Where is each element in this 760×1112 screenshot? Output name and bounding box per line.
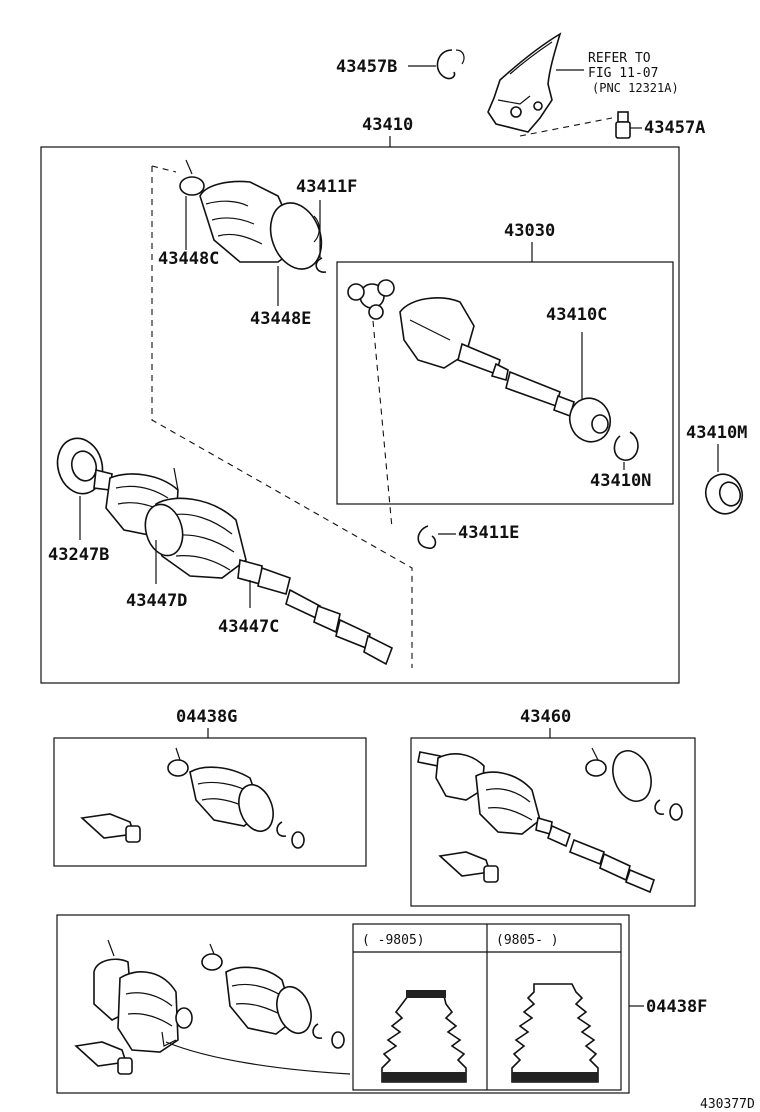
- bracket-part: [487, 32, 562, 133]
- box-43030: [336, 261, 674, 505]
- label-43410n: 43410N: [590, 471, 651, 491]
- label-43410m: 43410M: [686, 423, 747, 443]
- clip-43411e: [417, 525, 437, 550]
- label-43457a: 43457A: [644, 118, 705, 138]
- clip-43457b: [436, 49, 465, 80]
- box-43460: [410, 737, 696, 907]
- label-43457b: 43457B: [336, 57, 397, 77]
- label-43030: 43030: [504, 221, 555, 241]
- assembly-dash-left: [151, 166, 413, 668]
- label-04438g: 04438G: [176, 707, 237, 727]
- label-43448e: 43448E: [250, 309, 311, 329]
- box-04438g: [53, 737, 367, 867]
- inner-joint: [347, 279, 639, 461]
- assembly-dash-mid: [371, 309, 393, 529]
- label-43410: 43410: [362, 115, 413, 135]
- label-43411e: 43411E: [458, 523, 519, 543]
- outer-joint-shaft: [56, 437, 394, 666]
- label-43460: 43460: [520, 707, 571, 727]
- variant-right-header: (9805- ): [496, 933, 559, 948]
- refer-line2: FIG 11-07: [588, 66, 658, 81]
- box-43410: [40, 146, 680, 684]
- bolt-43457a: [615, 111, 631, 139]
- bolt-dash: [519, 117, 613, 137]
- label-43448c: 43448C: [158, 249, 219, 269]
- label-43411f: 43411F: [296, 177, 357, 197]
- kit-04438f-parts: [74, 939, 351, 1075]
- refer-line3: (PNC 12321A): [592, 81, 679, 95]
- seal-43410m: [704, 473, 744, 515]
- variant-left-header: ( -9805): [362, 933, 425, 948]
- kit-04438g-parts: [80, 747, 305, 849]
- refer-line1: REFER TO: [588, 51, 651, 66]
- assembly-dash-top: [151, 165, 177, 173]
- kit-43460-parts: [417, 747, 683, 894]
- inner-boot: [179, 159, 327, 273]
- boot-late: [511, 983, 599, 1083]
- label-43247b: 43247B: [48, 545, 109, 565]
- label-43447c: 43447C: [218, 617, 279, 637]
- label-04438f: 04438F: [646, 997, 707, 1017]
- box-04438f: [56, 914, 630, 1094]
- label-43410c: 43410C: [546, 305, 607, 325]
- figure-id: 430377D: [700, 1097, 755, 1112]
- label-43447d: 43447D: [126, 591, 187, 611]
- boot-early: [381, 990, 467, 1083]
